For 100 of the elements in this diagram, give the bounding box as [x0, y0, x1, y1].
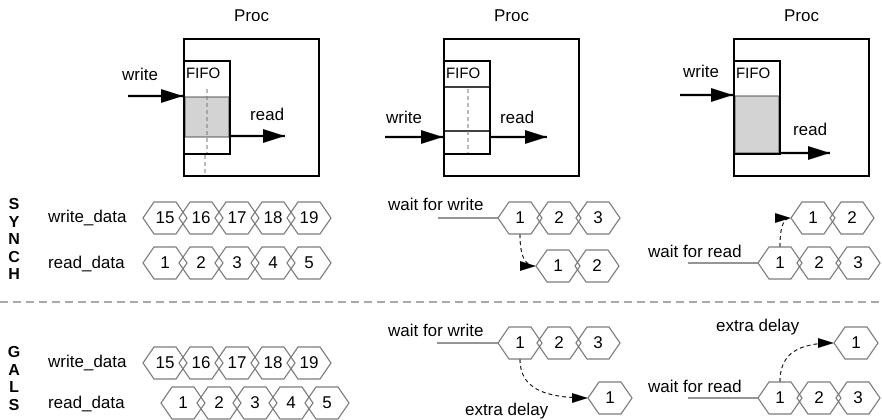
box-title: Proc: [233, 6, 270, 26]
buffer-label: FIFO: [446, 65, 480, 83]
dashed-arrow: [520, 234, 536, 270]
data-hexagon: [269, 387, 313, 419]
arrow: [231, 129, 285, 143]
token-number: 1: [807, 208, 819, 228]
data-hexagon: [179, 202, 223, 234]
data-hexagon: [143, 347, 187, 379]
token-number: 1: [774, 388, 786, 408]
section-label: SYNCH: [7, 196, 21, 284]
token-number: 1: [514, 208, 526, 228]
data-hexagon: [215, 347, 259, 379]
signal-name: write_data: [48, 207, 126, 227]
token-number: 3: [592, 333, 604, 353]
data-hexagon: [588, 382, 632, 414]
box-title: Proc: [493, 6, 530, 26]
token-number: 3: [249, 393, 261, 413]
token-number: 3: [852, 388, 864, 408]
token-number: 16: [190, 353, 212, 373]
token-number: 2: [195, 253, 207, 273]
box-title: Proc: [783, 6, 820, 26]
token-number: 1: [604, 388, 616, 408]
data-hexagon: [251, 347, 295, 379]
data-hexagon: [498, 327, 542, 359]
data-hexagon: [537, 202, 581, 234]
token-number: 19: [298, 208, 320, 228]
token-number: 2: [213, 393, 225, 413]
data-hexagon: [836, 247, 880, 279]
section-label: GALS: [6, 344, 22, 414]
data-hexagon: [834, 327, 878, 359]
data-hexagon: [287, 247, 331, 279]
wait-label: wait for read: [648, 242, 742, 262]
data-hexagon: [197, 387, 241, 419]
token-number: 2: [591, 256, 603, 276]
data-hexagon: [797, 382, 841, 414]
data-hexagon: [537, 327, 581, 359]
token-number: 2: [813, 388, 825, 408]
buffer-label: FIFO: [736, 65, 770, 83]
token-number: 18: [262, 208, 284, 228]
data-hexagon: [305, 387, 349, 419]
data-hexagon: [830, 202, 874, 234]
token-number: 1: [514, 333, 526, 353]
token-number: 5: [303, 253, 315, 273]
edge-label: extra delay: [716, 316, 800, 336]
data-hexagon: [287, 202, 331, 234]
token-number: 2: [553, 333, 565, 353]
token-number: 1: [774, 253, 786, 273]
token-number: 2: [846, 208, 858, 228]
buffer-label: FIFO: [186, 65, 220, 83]
token-number: 16: [190, 208, 212, 228]
token-number: 2: [813, 253, 825, 273]
token-number: 3: [231, 253, 243, 273]
data-hexagon: [143, 202, 187, 234]
data-hexagon: [161, 387, 205, 419]
signal-name: read_data: [48, 393, 125, 413]
token-number: 19: [298, 353, 320, 373]
data-hexagon: [251, 202, 295, 234]
data-hexagon: [215, 202, 259, 234]
token-number: 4: [285, 393, 297, 413]
data-hexagon: [758, 382, 802, 414]
arrow: [385, 130, 443, 144]
token-number: 15: [154, 208, 176, 228]
token-number: 15: [154, 353, 176, 373]
data-hexagon: [575, 250, 619, 282]
data-hexagon: [143, 247, 187, 279]
fifo-buffer: [733, 60, 781, 155]
data-hexagon: [797, 247, 841, 279]
token-number: 2: [553, 208, 565, 228]
data-hexagon: [287, 347, 331, 379]
token-number: 5: [321, 393, 333, 413]
token-number: 1: [552, 256, 564, 276]
data-hexagon: [179, 247, 223, 279]
dashed-line: [204, 154, 206, 176]
token-number: 3: [852, 253, 864, 273]
wait-label: wait for read: [648, 377, 742, 397]
fifo-buffer: [183, 60, 231, 155]
data-hexagon: [836, 382, 880, 414]
wait-label: wait for write: [388, 321, 484, 341]
edge-label: extra delay: [465, 400, 548, 420]
token-number: 17: [226, 208, 248, 228]
token-number: 1: [159, 253, 171, 273]
token-number: 1: [850, 333, 862, 353]
arrow: [128, 89, 183, 103]
wait-label: wait for write: [388, 195, 484, 215]
data-hexagon: [758, 247, 802, 279]
data-hexagon: [233, 387, 277, 419]
dashed-arrow: [520, 358, 588, 403]
data-hexagon: [576, 327, 620, 359]
arrow: [680, 88, 733, 102]
dashed-arrow: [780, 338, 834, 382]
token-number: 17: [226, 353, 248, 373]
dashed-arrow: [774, 214, 792, 248]
data-hexagon: [215, 247, 259, 279]
signal-name: read_data: [48, 253, 125, 273]
data-hexagon: [179, 347, 223, 379]
data-hexagon: [498, 202, 542, 234]
data-hexagon: [251, 247, 295, 279]
data-hexagon: [536, 250, 580, 282]
fifo-buffer: [443, 60, 491, 155]
token-number: 3: [592, 208, 604, 228]
